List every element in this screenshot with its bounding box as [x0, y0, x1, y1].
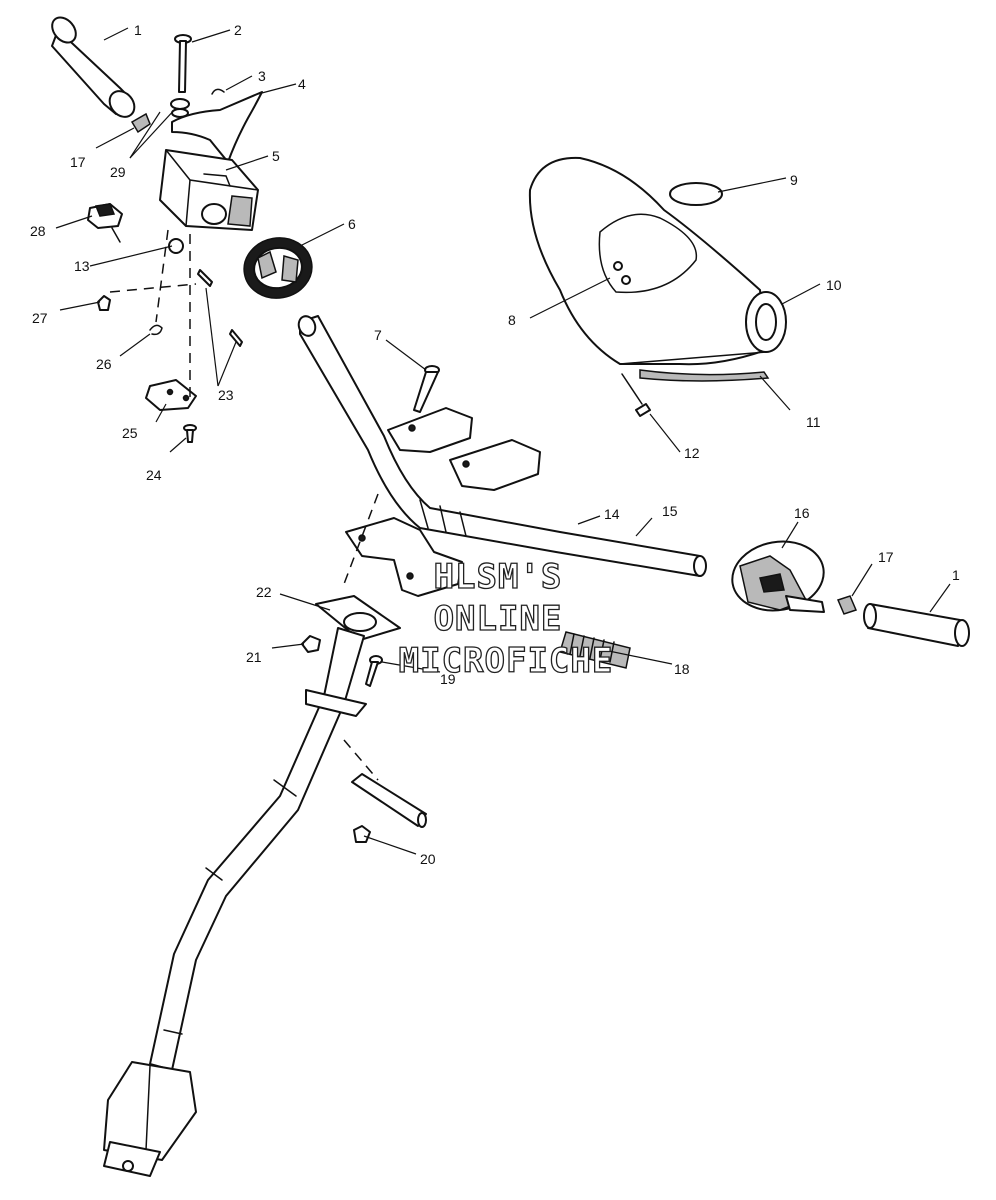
- callout-12: 12: [684, 445, 700, 461]
- callout-16: 16: [794, 505, 810, 521]
- callout-17-right: 17: [878, 549, 894, 565]
- callout-6: 6: [348, 216, 356, 232]
- callout-18: 18: [674, 661, 690, 677]
- handlebar-tube: [297, 315, 707, 577]
- small-nut-27: [97, 295, 111, 311]
- callout-3: 3: [258, 68, 266, 84]
- leader-lines: [55, 27, 951, 855]
- pad-screw: [621, 373, 651, 417]
- e-clip: [149, 324, 163, 336]
- right-control-housing: [731, 540, 825, 613]
- callout-23: 23: [218, 387, 234, 403]
- callout-15: 15: [662, 503, 678, 519]
- right-grip-end-plug: [836, 595, 858, 615]
- bolt-24: [183, 424, 197, 443]
- watermark-line-1: HLSM'S: [434, 557, 563, 597]
- handlebar-clamp-upper: [387, 407, 541, 491]
- callout-26: 26: [96, 356, 112, 372]
- washers: [170, 98, 190, 118]
- callout-11: 11: [806, 414, 821, 430]
- callout-13: 13: [74, 258, 90, 274]
- handlebar-clamp-lower: [345, 517, 463, 597]
- throttle-housing: [159, 149, 259, 231]
- callout-5: 5: [272, 148, 280, 164]
- callout-2: 2: [234, 22, 242, 38]
- callout-9: 9: [790, 172, 798, 188]
- long-bolt: [174, 34, 192, 93]
- callout-25: 25: [122, 425, 138, 441]
- left-grip: [51, 16, 136, 118]
- callout-27: 27: [32, 310, 48, 326]
- pad-decal: [669, 182, 723, 206]
- callout-14: 14: [604, 506, 620, 522]
- callout-17-left: 17: [70, 154, 86, 170]
- right-grip: [863, 603, 970, 647]
- steering-post-flange: [315, 595, 401, 641]
- retaining-clip: [211, 88, 225, 95]
- spring: [559, 631, 631, 669]
- watermark: HLSM'S ONLINE MICROFICHE: [398, 556, 614, 681]
- bolt-19: [365, 655, 383, 687]
- pad-fastener-holes: [613, 261, 631, 285]
- assembly-lines-center: [343, 493, 379, 781]
- callout-20: 20: [420, 851, 436, 867]
- screws-23: [197, 269, 243, 347]
- handlebar-pad: [528, 156, 787, 366]
- callout-24: 24: [146, 467, 162, 483]
- callout-21: 21: [246, 649, 262, 665]
- nut-21: [301, 635, 321, 653]
- callout-29: 29: [110, 164, 126, 180]
- callout-1-left: 1: [134, 22, 142, 38]
- callout-22: 22: [256, 584, 272, 600]
- clamp-bolt: [413, 365, 440, 413]
- throttle-bracket-plate: [145, 379, 197, 411]
- steering-post: [103, 627, 367, 1177]
- steering-cover-ring: [243, 237, 313, 299]
- callout-8: 8: [508, 312, 516, 328]
- callout-7: 7: [374, 327, 382, 343]
- callout-1-right: 1: [952, 567, 960, 583]
- throttle-lever: [171, 91, 263, 163]
- watermark-line-2: ONLINE: [434, 599, 563, 639]
- watermark-line-3: MICROFICHE: [399, 641, 614, 681]
- callout-10: 10: [826, 277, 842, 293]
- callout-19: 19: [440, 671, 456, 687]
- ball-bearing: [168, 238, 184, 254]
- callout-28: 28: [30, 223, 46, 239]
- kill-switch: [87, 203, 123, 243]
- assembly-lines-left: [109, 229, 197, 400]
- pad-retainer-strap: [639, 369, 770, 382]
- steering-pin: [351, 773, 427, 843]
- callout-4: 4: [298, 76, 306, 92]
- left-grip-end-plug: [130, 112, 151, 134]
- callout-labels: 1 2 3 4 5 6 7 8 9 10 11 12 13 14 15 16 1…: [30, 22, 960, 867]
